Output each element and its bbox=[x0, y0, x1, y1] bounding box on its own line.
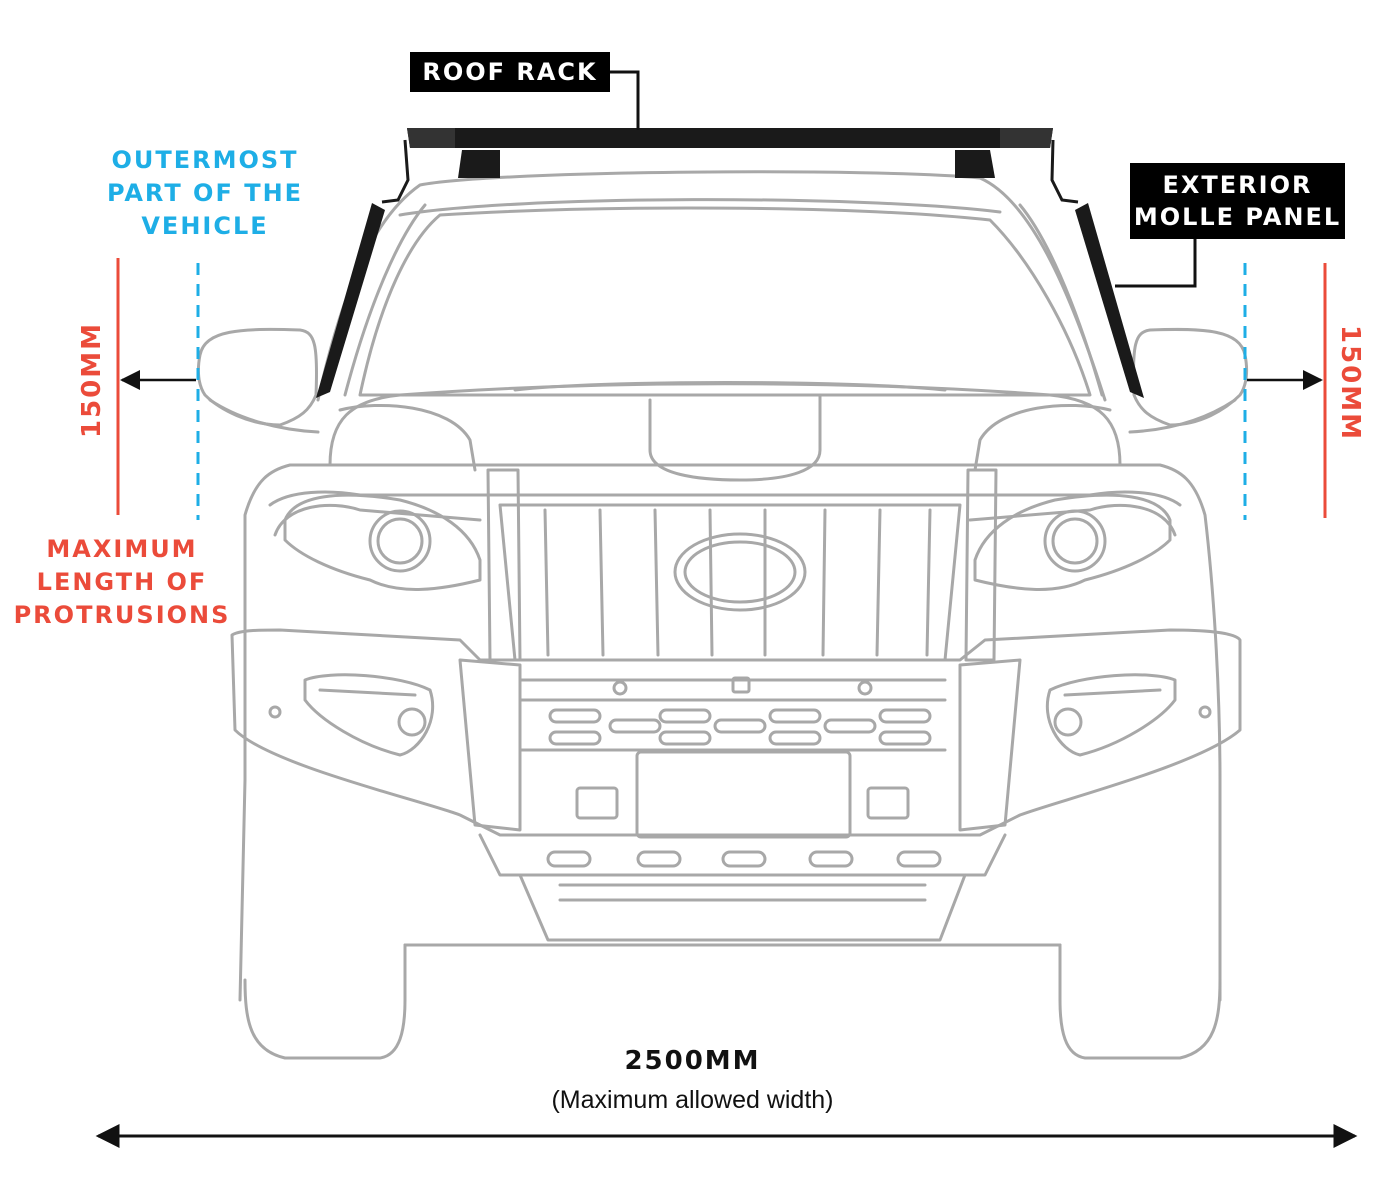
protrusions-label: MAXIMUM LENGTH OF PROTRUSIONS bbox=[12, 533, 232, 632]
protrusions-label-line2: LENGTH OF bbox=[36, 568, 208, 596]
roof-rack-graphic bbox=[407, 128, 1053, 178]
molle-panel-label: EXTERIOR MOLLE PANEL bbox=[1130, 163, 1345, 239]
molle-leader bbox=[1115, 238, 1197, 288]
protrusions-label-line3: PROTRUSIONS bbox=[13, 601, 231, 629]
max-width-value: 2500MM bbox=[624, 1046, 761, 1076]
left-offset-label: 150MM bbox=[77, 321, 107, 439]
molle-panel-label-line2: MOLLE PANEL bbox=[1133, 203, 1342, 231]
roof-rack-leader bbox=[610, 70, 640, 130]
right-offset-label: 150MM bbox=[1335, 324, 1365, 442]
outermost-label-line3: VEHICLE bbox=[141, 212, 269, 240]
roof-rack-label: ROOF RACK bbox=[410, 52, 610, 92]
vehicle-outline bbox=[196, 170, 1249, 1060]
outermost-label-line2: PART OF THE bbox=[106, 179, 304, 207]
outermost-label-line1: OUTERMOST bbox=[111, 146, 299, 174]
molle-panel-label-line1: EXTERIOR bbox=[1162, 171, 1313, 199]
protrusions-label-line1: MAXIMUM bbox=[46, 535, 198, 563]
left-mirror bbox=[196, 327, 319, 427]
max-width-caption: (Maximum allowed width) bbox=[551, 1086, 834, 1114]
right-molle-panel bbox=[1050, 139, 1144, 398]
right-mirror bbox=[1131, 327, 1249, 427]
left-molle-panel bbox=[316, 139, 410, 398]
outermost-label: OUTERMOST PART OF THE VEHICLE bbox=[100, 144, 310, 243]
